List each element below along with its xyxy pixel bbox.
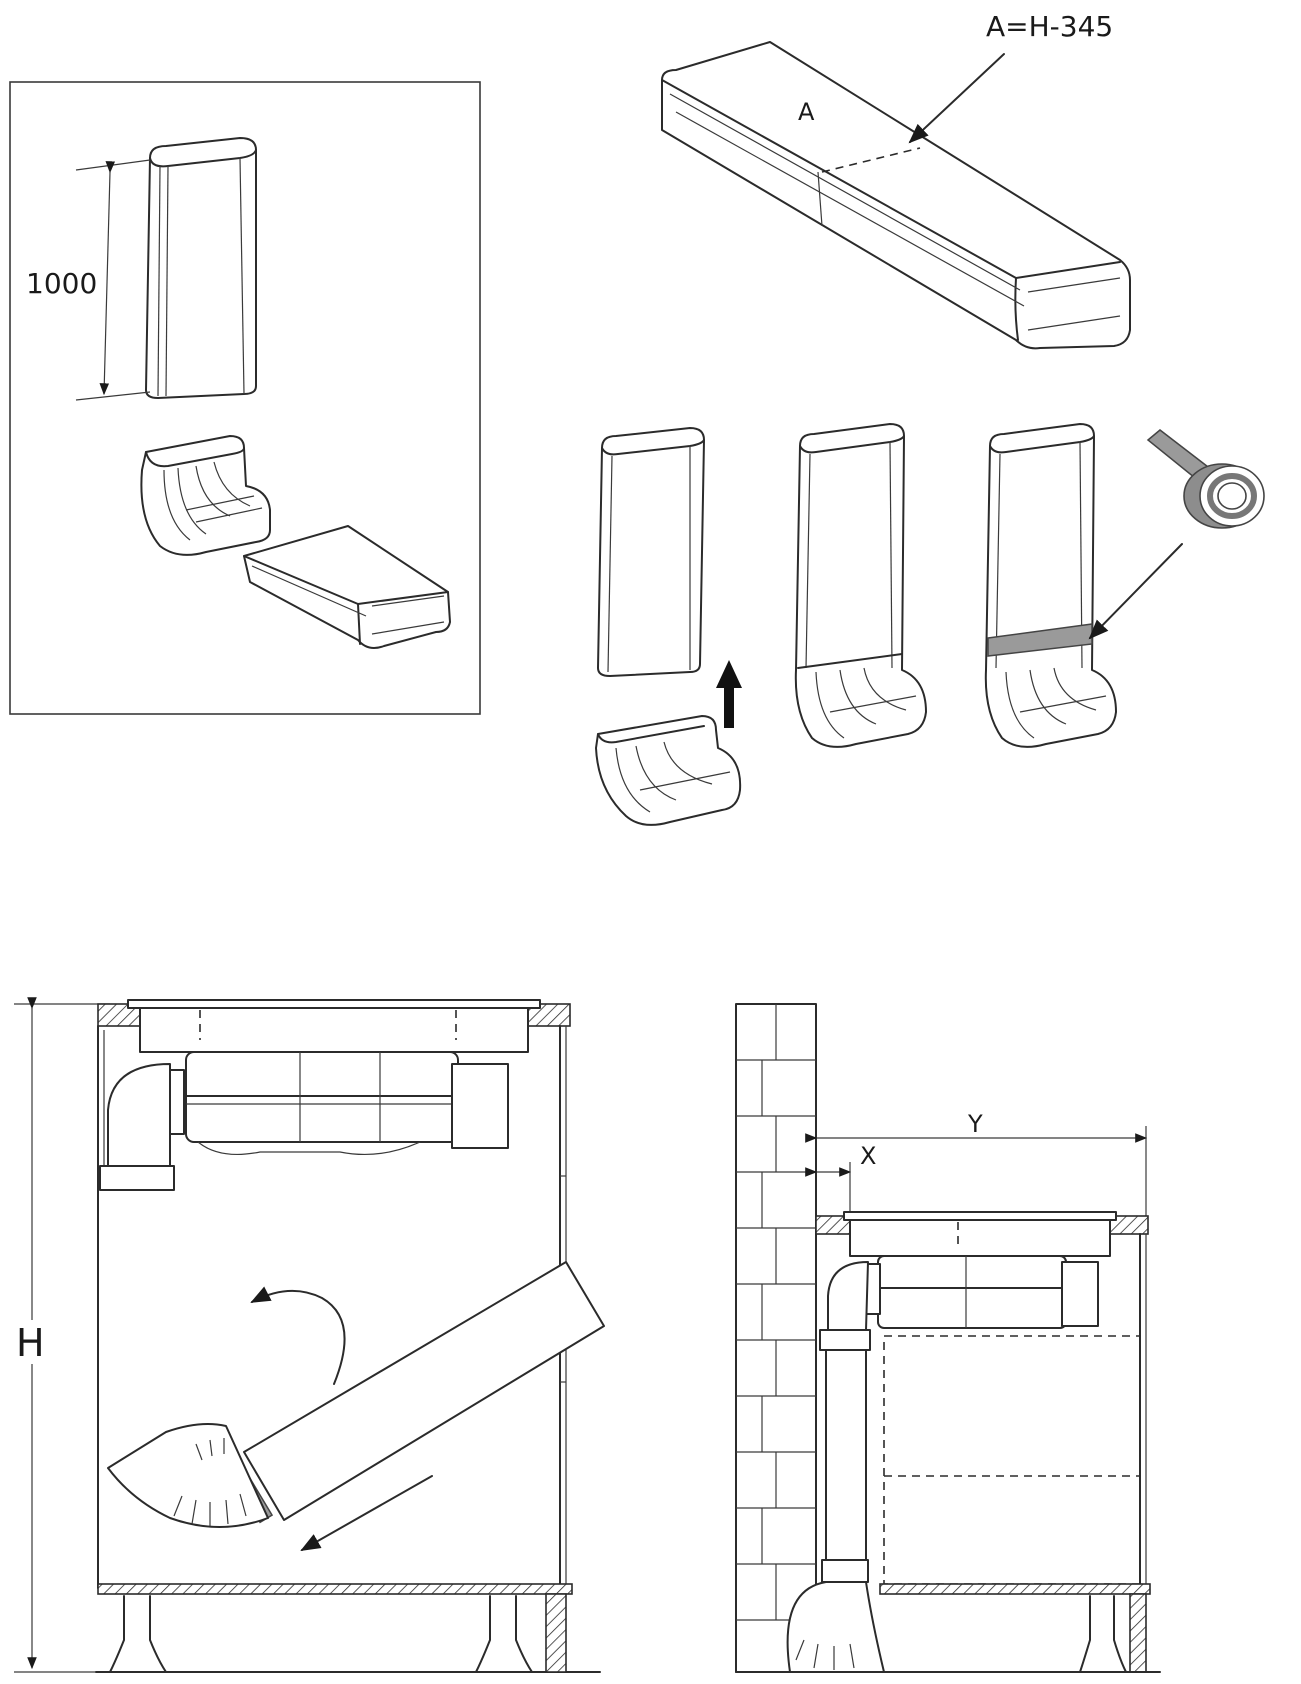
- tape-leader-arrow: [1088, 543, 1183, 640]
- height-label: H: [16, 1321, 45, 1365]
- rotate-arrow-icon: [250, 1286, 346, 1385]
- hob-extractor-unit: [163, 1051, 509, 1156]
- brick-wall: [735, 1003, 817, 1673]
- assembly-elbow-1: [595, 715, 742, 826]
- panel-assembly: [595, 423, 1265, 826]
- assembly-taped-3: [984, 423, 1117, 748]
- panel-cabinet-height: H: [14, 997, 605, 1673]
- panel-frame: [9, 81, 481, 715]
- cut-part-label: A: [798, 98, 815, 126]
- cut-leader-arrow: [908, 53, 1005, 144]
- duct-rotating: [107, 1261, 605, 1528]
- dimension-label-1000: 1000: [26, 267, 97, 300]
- tape-roll-icon: [1146, 429, 1265, 529]
- horizontal-duct: [243, 525, 451, 649]
- push-up-arrow-icon: [716, 660, 742, 728]
- slide-arrow-icon: [300, 1475, 433, 1551]
- elbow-piece: [140, 435, 271, 556]
- depth-label: Y: [967, 1110, 983, 1138]
- cut-formula-label: A=H-345: [986, 10, 1113, 43]
- panel-wall-clearance: Y X: [735, 1003, 1161, 1673]
- dimension-1000: 1000: [26, 159, 151, 401]
- panel-duct-length: 1000: [9, 81, 481, 715]
- tape-band: [987, 623, 1093, 657]
- assembly-duct-1: [597, 427, 705, 677]
- assembly-joined-2: [794, 423, 927, 748]
- vertical-duct: [145, 137, 257, 399]
- panel-cut-duct: A A=H-345: [661, 10, 1131, 350]
- wall-gap-label: X: [860, 1142, 876, 1170]
